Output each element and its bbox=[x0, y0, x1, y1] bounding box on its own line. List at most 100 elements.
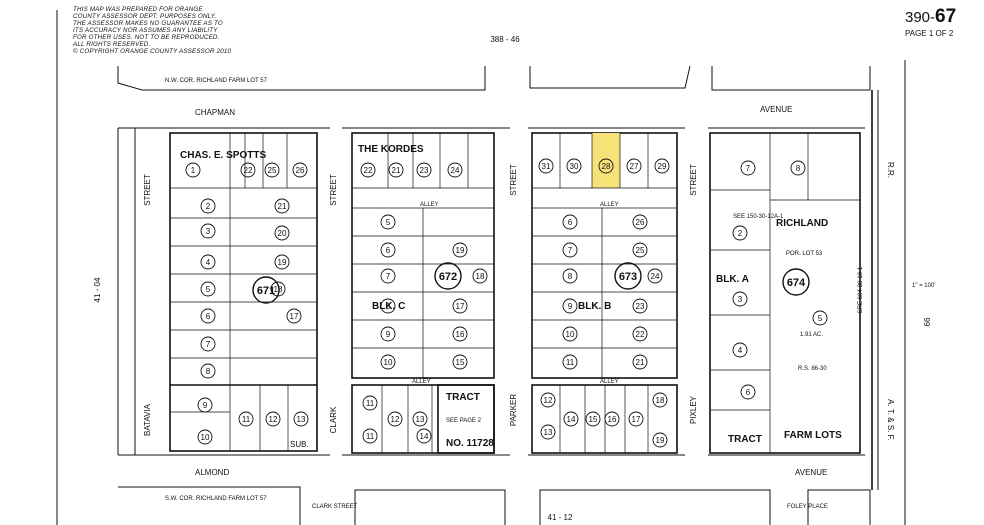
parcel-18[interactable]: 18 bbox=[656, 396, 665, 405]
parcel-10[interactable]: 10 bbox=[384, 358, 393, 367]
parcel-28[interactable]: 28 bbox=[602, 162, 611, 171]
parcel-15[interactable]: 15 bbox=[589, 415, 598, 424]
parcel-26[interactable]: 26 bbox=[636, 218, 645, 227]
parcel-30[interactable]: 30 bbox=[570, 162, 579, 171]
parcel-2[interactable]: 2 bbox=[738, 229, 743, 238]
parcel-24[interactable]: 24 bbox=[451, 166, 460, 175]
parcel-4-circle bbox=[200, 254, 216, 270]
parcel-10[interactable]: 10 bbox=[566, 330, 575, 339]
parcel-4[interactable]: 4 bbox=[738, 346, 743, 355]
parcel-8[interactable]: 8 bbox=[386, 302, 391, 311]
page-number: 67 bbox=[935, 6, 957, 27]
parcel-8[interactable]: 8 bbox=[568, 272, 573, 281]
parcel-11-circle bbox=[362, 395, 378, 411]
parcel-16[interactable]: 16 bbox=[608, 415, 617, 424]
parcel-22[interactable]: 22 bbox=[244, 166, 253, 175]
block-number-672-circle bbox=[434, 262, 462, 290]
parcel-8[interactable]: 8 bbox=[206, 367, 211, 376]
parcel-2[interactable]: 2 bbox=[206, 202, 211, 211]
parcel-17[interactable]: 17 bbox=[632, 415, 641, 424]
parcel-21[interactable]: 21 bbox=[636, 358, 645, 367]
parcel-25[interactable]: 25 bbox=[268, 166, 277, 175]
parcel-6[interactable]: 6 bbox=[206, 312, 211, 321]
parcel-9[interactable]: 9 bbox=[386, 330, 391, 339]
label-blk-a: BLK. A bbox=[716, 274, 749, 285]
parcel-25[interactable]: 25 bbox=[636, 246, 645, 255]
parcel-21[interactable]: 21 bbox=[278, 202, 287, 211]
parcel-19[interactable]: 19 bbox=[656, 436, 665, 445]
disclaimer-line: COUNTY ASSESSOR DEPT. PURPOSES ONLY. bbox=[73, 13, 217, 20]
parcel-9[interactable]: 9 bbox=[203, 401, 208, 410]
parcel-19[interactable]: 19 bbox=[456, 246, 465, 255]
disclaimer-line: FOR OTHER USES. NOT TO BE REPRODUCED. bbox=[73, 34, 220, 41]
parcel-23[interactable]: 23 bbox=[636, 302, 645, 311]
parcel-3[interactable]: 3 bbox=[206, 227, 211, 236]
parcel-7[interactable]: 7 bbox=[206, 340, 211, 349]
parcel-14[interactable]: 14 bbox=[567, 415, 576, 424]
parcel-20[interactable]: 20 bbox=[278, 229, 287, 238]
parcel-29[interactable]: 29 bbox=[658, 162, 667, 171]
parcel-16[interactable]: 16 bbox=[456, 330, 465, 339]
parcel-3[interactable]: 3 bbox=[738, 295, 743, 304]
parcel-24[interactable]: 24 bbox=[651, 272, 660, 281]
parcel-19[interactable]: 19 bbox=[278, 258, 287, 267]
parcel-11[interactable]: 11 bbox=[366, 432, 375, 441]
parcel-13[interactable]: 13 bbox=[544, 428, 553, 437]
street-avenue-north: AVENUE bbox=[760, 105, 792, 114]
parcel-13[interactable]: 13 bbox=[297, 415, 306, 424]
parcel-22[interactable]: 22 bbox=[636, 330, 645, 339]
label-tract-no: NO. 11728 bbox=[446, 438, 494, 449]
parcel-10[interactable]: 10 bbox=[201, 433, 210, 442]
map-page-number: 390-67 bbox=[905, 6, 956, 28]
parcel-17[interactable]: 17 bbox=[456, 302, 465, 311]
parcel-14[interactable]: 14 bbox=[420, 432, 429, 441]
parcel-2-circle bbox=[200, 198, 216, 214]
parcel-7[interactable]: 7 bbox=[386, 272, 391, 281]
parcel-30-circle bbox=[566, 158, 582, 174]
parcel-1-circle bbox=[185, 162, 201, 178]
parcel-18[interactable]: 18 bbox=[274, 285, 283, 294]
block-number-671-circle bbox=[252, 276, 280, 304]
parcel-27[interactable]: 27 bbox=[630, 162, 639, 171]
parcel-5[interactable]: 5 bbox=[818, 314, 823, 323]
parcel-1[interactable]: 1 bbox=[191, 166, 196, 175]
disclaimer-line: ALL RIGHTS RESERVED. bbox=[73, 41, 151, 48]
parcel-11[interactable]: 11 bbox=[566, 358, 575, 367]
parcel-26[interactable]: 26 bbox=[296, 166, 305, 175]
parcel-6[interactable]: 6 bbox=[746, 388, 751, 397]
parcel-9-circle bbox=[562, 298, 578, 314]
parcel-6[interactable]: 6 bbox=[386, 246, 391, 255]
parcel-4[interactable]: 4 bbox=[206, 258, 211, 267]
highlighted-parcel[interactable] bbox=[592, 133, 620, 188]
parcel-7-circle bbox=[380, 268, 396, 284]
alley-label: ALLEY bbox=[600, 202, 619, 208]
parcel-31[interactable]: 31 bbox=[542, 162, 551, 171]
spotts-lot-lines bbox=[170, 217, 317, 451]
parcel-11[interactable]: 11 bbox=[366, 399, 375, 408]
parcel-5[interactable]: 5 bbox=[386, 218, 391, 227]
parcel-23[interactable]: 23 bbox=[420, 166, 429, 175]
parcel-15-circle bbox=[585, 411, 601, 427]
parcel-13[interactable]: 13 bbox=[416, 415, 425, 424]
parcel-22[interactable]: 22 bbox=[364, 166, 373, 175]
parcel-9[interactable]: 9 bbox=[568, 302, 573, 311]
street-edge bbox=[539, 489, 771, 525]
parcel-11[interactable]: 11 bbox=[242, 415, 251, 424]
parcel-18-circle bbox=[472, 268, 488, 284]
parcel-7[interactable]: 7 bbox=[568, 246, 573, 255]
parcel-12[interactable]: 12 bbox=[544, 396, 553, 405]
parcel-7[interactable]: 7 bbox=[746, 164, 751, 173]
parcel-12[interactable]: 12 bbox=[269, 415, 278, 424]
parcel-17[interactable]: 17 bbox=[290, 312, 299, 321]
parcel-6-circle bbox=[380, 242, 396, 258]
parcel-18[interactable]: 18 bbox=[476, 272, 485, 281]
map-ref-left: 41 - 04 bbox=[93, 277, 102, 302]
street-clark-small: CLARK STREET bbox=[312, 504, 358, 510]
parcel-5[interactable]: 5 bbox=[206, 285, 211, 294]
parcel-15[interactable]: 15 bbox=[456, 358, 465, 367]
parcel-29-circle bbox=[654, 158, 670, 174]
parcel-8[interactable]: 8 bbox=[796, 164, 801, 173]
parcel-12[interactable]: 12 bbox=[391, 415, 400, 424]
parcel-6[interactable]: 6 bbox=[568, 218, 573, 227]
parcel-21[interactable]: 21 bbox=[392, 166, 401, 175]
